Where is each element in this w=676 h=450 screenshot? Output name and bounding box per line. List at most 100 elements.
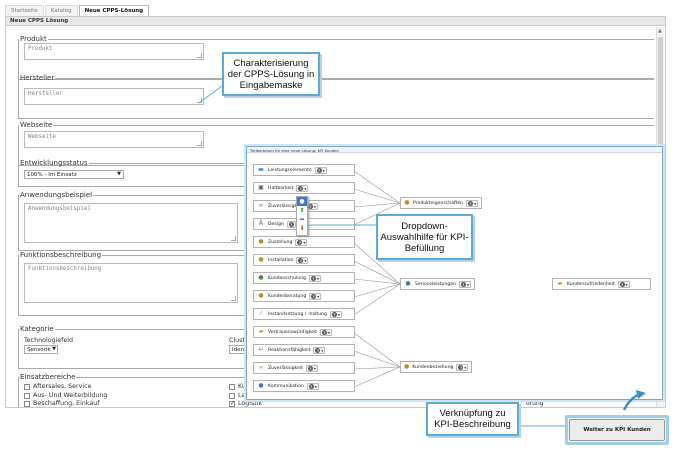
node-vertrauenswuerdigkeit: ▰ Vertrauenswürdigkeit?▾ <box>253 326 355 338</box>
node-reaktionsfaehigkeit: ↩Reaktionsfähigkeit?▾ <box>253 344 355 356</box>
checkbox-la[interactable]: La <box>229 392 245 399</box>
menu-option-up-arrow-icon[interactable]: ⬆ <box>299 207 305 214</box>
person-icon: ● <box>258 256 264 263</box>
kpi-dropdown[interactable]: ?▾ <box>305 364 318 372</box>
menu-option-question-icon[interactable]: ● <box>297 197 307 206</box>
node-kundenberatung: ●Kundenberatung?▾ <box>253 290 355 302</box>
tab-startseite[interactable]: Startseite <box>5 5 44 16</box>
tab-neue-cpps-loesung[interactable]: Neue CPPS-Lösung <box>78 5 150 16</box>
kpi-dropdown[interactable]: ?▾ <box>456 363 469 371</box>
kpi-dropdown[interactable]: ?▾ <box>329 310 342 318</box>
menu-option-right-arrow-icon[interactable]: ➡ <box>299 216 305 223</box>
callout-charakterisierung: Charakterisierung der CPPS-Lösung in Ein… <box>222 52 320 96</box>
node-label: Kundenbeziehung <box>412 364 454 370</box>
node-label: Serviceleistungen <box>415 281 457 287</box>
kpi-dropdown[interactable]: ?▾ <box>320 328 332 336</box>
checkbox-beschaffung[interactable]: Beschaffung, Einkauf <box>24 400 99 407</box>
checkbox-box[interactable] <box>24 400 30 407</box>
einsatzbereich-extra: orung <box>526 400 544 407</box>
checkbox-box[interactable] <box>229 392 235 399</box>
entwicklungsstatus-select[interactable]: 100% - Im Einsatz▼ <box>24 170 124 179</box>
node-label: Instandsetzung / -haltung <box>268 311 327 317</box>
produkt-legend: Produkt <box>20 35 47 43</box>
node-serviceleistungen: ●Serviceleistungen?▾ <box>400 278 475 290</box>
relationship-icon: ● <box>404 363 410 370</box>
tab-bar: Startseite Katalog Neue CPPS-Lösung <box>5 5 150 16</box>
kpi-dropdown-menu[interactable]: ● ⬆ ➡ ⬇ <box>296 196 308 236</box>
kpi-dropdown[interactable]: ? <box>286 220 296 228</box>
checkbox-box[interactable] <box>24 392 30 399</box>
checkbox-box-checked[interactable] <box>229 400 235 407</box>
node-leistungselemente: ▬Leistungselemente?▾ <box>253 164 355 176</box>
node-label: Zustellung <box>268 239 293 245</box>
produkt-input[interactable]: Produkt <box>24 43 204 60</box>
checkbox-ku[interactable]: Ku <box>229 383 246 390</box>
node-kommunikation: ● Kommunikation?▾ <box>253 380 355 392</box>
node-label: Kundenschulung <box>268 275 307 281</box>
kpi-dropdown[interactable]: ?▾ <box>306 382 319 390</box>
node-label: Haltbarkeit <box>268 185 294 191</box>
node-kundenbeziehung: ●Kundenbeziehung?▾ <box>400 361 472 373</box>
checkbox-logistik[interactable]: Logistik <box>229 400 262 407</box>
callout-dropdown: Dropdown-Auswahlhilfe für KPI-Befüllung <box>376 214 473 260</box>
technologiefeld-select[interactable]: Sensorik▼ <box>24 345 58 354</box>
hersteller-fieldset: Hersteller <box>18 74 654 119</box>
node-produkteigenschaften: ●Produkteigenschaften?▾ <box>400 197 482 209</box>
kpi-dropdown[interactable]: ?▾ <box>459 280 471 288</box>
checkbox-label: Beschaffung, Einkauf <box>33 400 100 407</box>
button-label: Weiter zu KPI Kunden <box>569 419 665 441</box>
node-installation: ● Installation?▾ <box>253 254 355 266</box>
checkbox-label: Ku <box>238 383 246 390</box>
anwendungsbeispiel-input[interactable]: Anwendungsbeispiel <box>24 203 238 243</box>
menu-option-down-arrow-icon[interactable]: ⬇ <box>299 225 305 232</box>
funktionsbeschreibung-input[interactable]: Funktionsbeschreibung <box>24 263 238 303</box>
checkbox-aftersales[interactable]: Aftersales, Service <box>24 383 91 390</box>
cluster-label: Cluste <box>229 337 249 344</box>
node-instandsetzung: ⁄Instandsetzung / -haltung?▾ <box>253 308 355 320</box>
design-icon: Å <box>258 220 264 227</box>
zuverlaessigkeit-icon: ∞ <box>258 202 264 209</box>
kpi-dropdown[interactable]: ?▾ <box>295 238 308 246</box>
kpi-dropdown[interactable]: ?▾ <box>309 274 321 282</box>
handshake-icon: ▰ <box>557 280 563 287</box>
kpi-tree-dialog: Treiberbaum für eine neue Lösung: KPI Ku… <box>246 146 663 400</box>
checkbox-label: Aftersales, Service <box>33 383 92 390</box>
node-label: Design <box>268 221 284 227</box>
checkbox-ausbildung[interactable]: Aus- Und Weiterbildung <box>24 392 107 399</box>
checkbox-label: Logistik <box>238 400 263 407</box>
node-zuverlaessigkeit-2: ∞Zuverlässigkeit?▾ <box>253 362 355 374</box>
scroll-up-icon[interactable]: ▲ <box>658 28 662 34</box>
kpi-dropdown[interactable]: ?▾ <box>314 166 327 174</box>
chat-icon: ● <box>258 382 264 389</box>
kpi-dropdown[interactable]: ?▾ <box>617 280 630 288</box>
kpi-dropdown[interactable]: ?▾ <box>296 184 309 192</box>
webseite-legend: Webseite <box>20 121 53 129</box>
node-label: Installation <box>268 257 294 263</box>
kpi-dropdown[interactable]: ?▾ <box>309 292 322 300</box>
anwendungsbeispiel-legend: Anwendungsbeispiel <box>20 191 93 199</box>
product-icon: ● <box>404 199 410 206</box>
tab-katalog[interactable]: Katalog <box>44 5 78 16</box>
chevron-down-icon: ▼ <box>117 171 121 177</box>
weiter-zu-kpi-kunden-button[interactable]: Weiter zu KPI Kunden <box>565 415 669 445</box>
haltbarkeit-icon: ▣ <box>258 184 264 191</box>
checkbox-box[interactable] <box>24 383 30 390</box>
node-label: Vertrauenswürdigkeit <box>268 329 318 335</box>
einsatzbereiche-legend: Einsatzbereiche <box>20 373 76 381</box>
handshake-icon: ▰ <box>258 328 264 335</box>
chain-icon: ∞ <box>258 364 264 371</box>
kpi-dropdown[interactable]: ?▾ <box>313 346 326 354</box>
webseite-input[interactable]: Webseite <box>24 131 204 148</box>
checkbox-label: La <box>238 392 246 399</box>
checkbox-box[interactable] <box>229 383 235 390</box>
person-icon: ● <box>258 292 264 299</box>
node-label: Kommunikation <box>268 383 304 389</box>
kpi-dropdown[interactable]: ?▾ <box>466 199 478 207</box>
person-icon: ● <box>258 238 264 245</box>
kpi-dropdown[interactable]: ?▾ <box>296 256 309 264</box>
technologiefeld-label: Technologiefeld <box>24 337 74 344</box>
cluster-value: Identi <box>232 347 248 353</box>
tree-connectors <box>353 170 401 388</box>
produkt-fieldset: Produkt <box>18 35 654 80</box>
